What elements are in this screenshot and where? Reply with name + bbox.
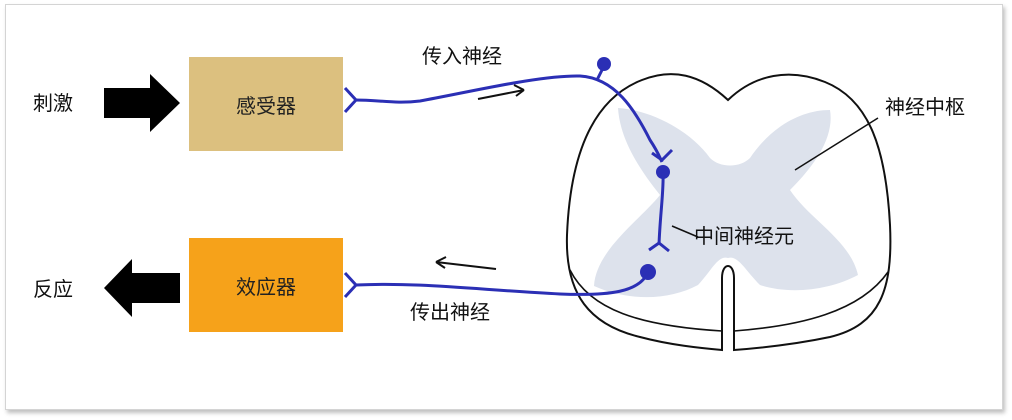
stimulus-label: 刺激 (33, 91, 73, 115)
afferent-direction-arrow (477, 84, 525, 100)
interneuron-axon (657, 171, 665, 246)
receptor-box: 感受器 (189, 57, 343, 151)
afferent-nerve-label: 传入神经 (422, 44, 502, 68)
effector-box: 效应器 (189, 238, 343, 332)
interneuron-leader (671, 225, 699, 238)
receptor-label: 感受器 (236, 93, 296, 118)
nerve-center-leader (794, 117, 879, 171)
effector-nerve-ending (343, 271, 359, 299)
afferent-synapse (651, 148, 674, 162)
white-matter-band (569, 269, 889, 332)
response-label: 反应 (33, 277, 73, 301)
nerve-center-label: 神经中枢 (885, 95, 965, 119)
effector-label: 效应器 (236, 274, 296, 299)
interneuron-synapse (648, 241, 670, 253)
response-arrow (104, 259, 180, 317)
efferent-direction-arrow (435, 256, 497, 270)
efferent-nerve-label: 传出神经 (410, 300, 490, 324)
interneuron-label: 中间神经元 (694, 224, 794, 248)
receptor-nerve-ending (343, 86, 359, 114)
afferent-nerve-fiber (354, 74, 664, 163)
afferent-cell-body (597, 57, 611, 71)
efferent-nerve-fiber (355, 271, 650, 296)
stimulus-arrow (104, 74, 180, 132)
